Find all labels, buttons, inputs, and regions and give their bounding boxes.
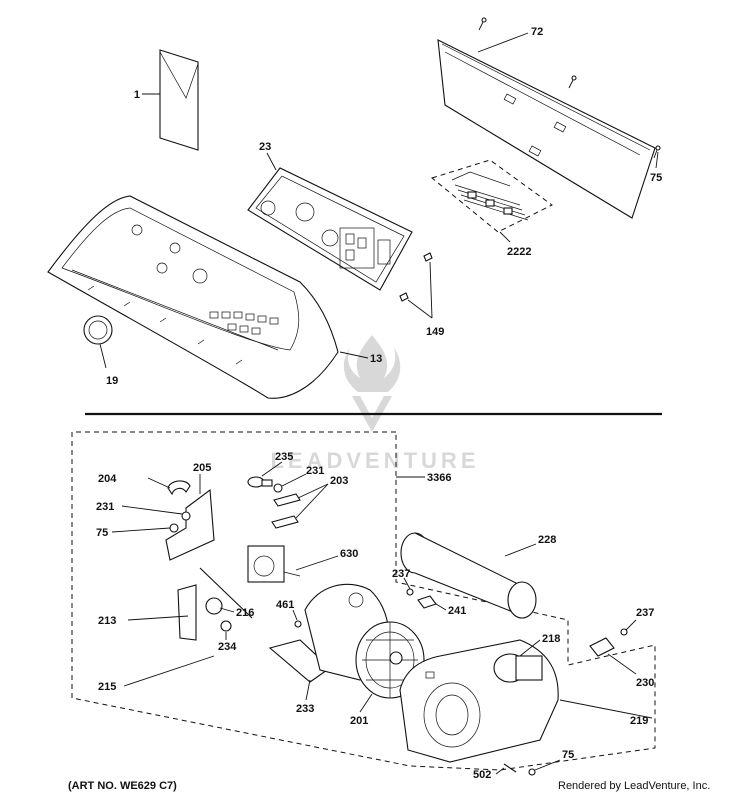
screw-231-left xyxy=(181,511,191,521)
part-230[interactable] xyxy=(589,637,615,657)
control-board-part[interactable] xyxy=(247,167,413,291)
thermostat-235-part[interactable] xyxy=(247,476,273,488)
callout-203: 203 xyxy=(330,475,348,487)
knob-part[interactable] xyxy=(83,315,113,345)
callout-75-left: 75 xyxy=(96,527,108,539)
belt-213-part[interactable] xyxy=(177,584,197,641)
thermistor-241-part[interactable] xyxy=(417,595,437,609)
callout-231-left: 231 xyxy=(96,501,114,513)
screw-237-right xyxy=(620,628,628,636)
art-number: (ART NO. WE629 C7) xyxy=(68,780,177,792)
callout-237-upper: 237 xyxy=(392,568,410,580)
screw-75-left xyxy=(169,523,179,533)
clip-149-part[interactable] xyxy=(399,252,433,302)
callout-215: 215 xyxy=(98,681,116,693)
screw-237-upper xyxy=(406,588,414,596)
callout-75-top: 75 xyxy=(650,172,662,184)
clamp-204-part[interactable] xyxy=(167,480,191,496)
callout-205: 205 xyxy=(193,462,211,474)
callout-204: 204 xyxy=(98,473,117,485)
rear-panel-part[interactable] xyxy=(437,39,656,219)
callout-233: 233 xyxy=(296,703,314,715)
rod-215-part[interactable] xyxy=(199,567,253,619)
leadventure-watermark: LEADVENTURE xyxy=(270,335,479,473)
screw-502 xyxy=(503,763,517,773)
callout-241: 241 xyxy=(448,605,466,617)
watermark-text: LEADVENTURE xyxy=(270,448,479,473)
bracket-203-part[interactable] xyxy=(271,493,301,529)
rendered-by: Rendered by LeadVenture, Inc. xyxy=(558,780,711,792)
callout-461: 461 xyxy=(276,599,294,611)
callout-234: 234 xyxy=(218,641,237,653)
callout-75-bottom: 75 xyxy=(562,749,574,761)
screw-75-bottom xyxy=(528,768,536,776)
screw-72b xyxy=(568,75,577,89)
callout-219: 219 xyxy=(630,715,648,727)
screw-231-top xyxy=(273,483,283,493)
screw-75a xyxy=(653,145,661,159)
callout-230: 230 xyxy=(636,677,654,689)
callout-235: 235 xyxy=(275,451,293,463)
callout-19: 19 xyxy=(106,375,118,387)
callout-213: 213 xyxy=(98,615,116,627)
bracket-205-part[interactable] xyxy=(165,488,215,561)
motor-630-part[interactable] xyxy=(247,545,301,583)
envelope-part[interactable] xyxy=(159,49,199,151)
screw-72a xyxy=(478,17,487,31)
screw-461 xyxy=(294,620,302,628)
callout-231-top: 231 xyxy=(306,465,324,477)
callout-237-right: 237 xyxy=(636,607,654,619)
callout-218: 218 xyxy=(542,633,560,645)
callout-13: 13 xyxy=(370,353,382,365)
callout-72: 72 xyxy=(531,26,543,38)
wire-harness-part[interactable] xyxy=(430,159,553,233)
callout-3366: 3366 xyxy=(427,472,451,484)
callout-149: 149 xyxy=(426,326,444,338)
part-234[interactable] xyxy=(220,620,232,632)
callout-630: 630 xyxy=(340,548,358,560)
callout-2222: 2222 xyxy=(507,246,531,258)
motor-218-part[interactable] xyxy=(493,653,543,683)
callout-228: 228 xyxy=(538,534,556,546)
duct-228-part[interactable] xyxy=(400,532,537,619)
pulley-216-part[interactable] xyxy=(205,597,223,615)
callout-502: 502 xyxy=(473,769,491,781)
callout-201: 201 xyxy=(350,715,368,727)
console-panel-part[interactable] xyxy=(47,195,339,399)
callout-23: 23 xyxy=(259,141,271,153)
callout-1: 1 xyxy=(134,89,140,101)
